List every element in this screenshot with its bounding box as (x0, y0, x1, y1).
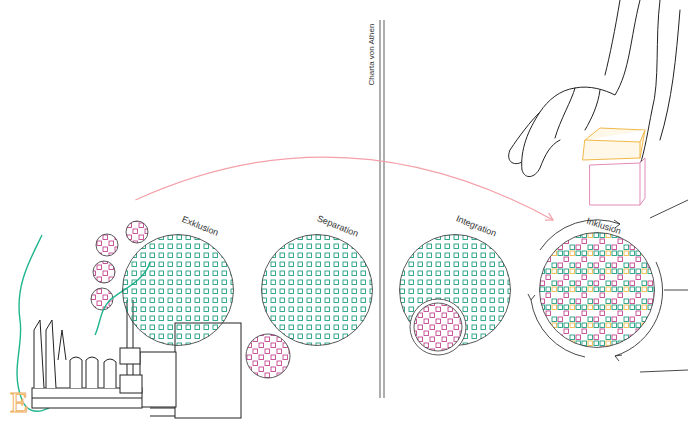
circle-outline (399, 234, 511, 346)
circle-outline (122, 234, 234, 346)
arc-arrow (135, 157, 553, 220)
circle-node: Exklusion (122, 234, 234, 346)
initial-letter: E (10, 385, 28, 419)
circle-heading: Exklusion (180, 214, 219, 238)
circle-outline (539, 232, 655, 348)
circle-node: Separation (261, 234, 373, 346)
circle-node: Inklusion (539, 232, 655, 348)
circle-node: Integration (399, 234, 511, 346)
vertical-note: Charta von Athen (367, 24, 376, 86)
circle-outline (261, 234, 373, 346)
